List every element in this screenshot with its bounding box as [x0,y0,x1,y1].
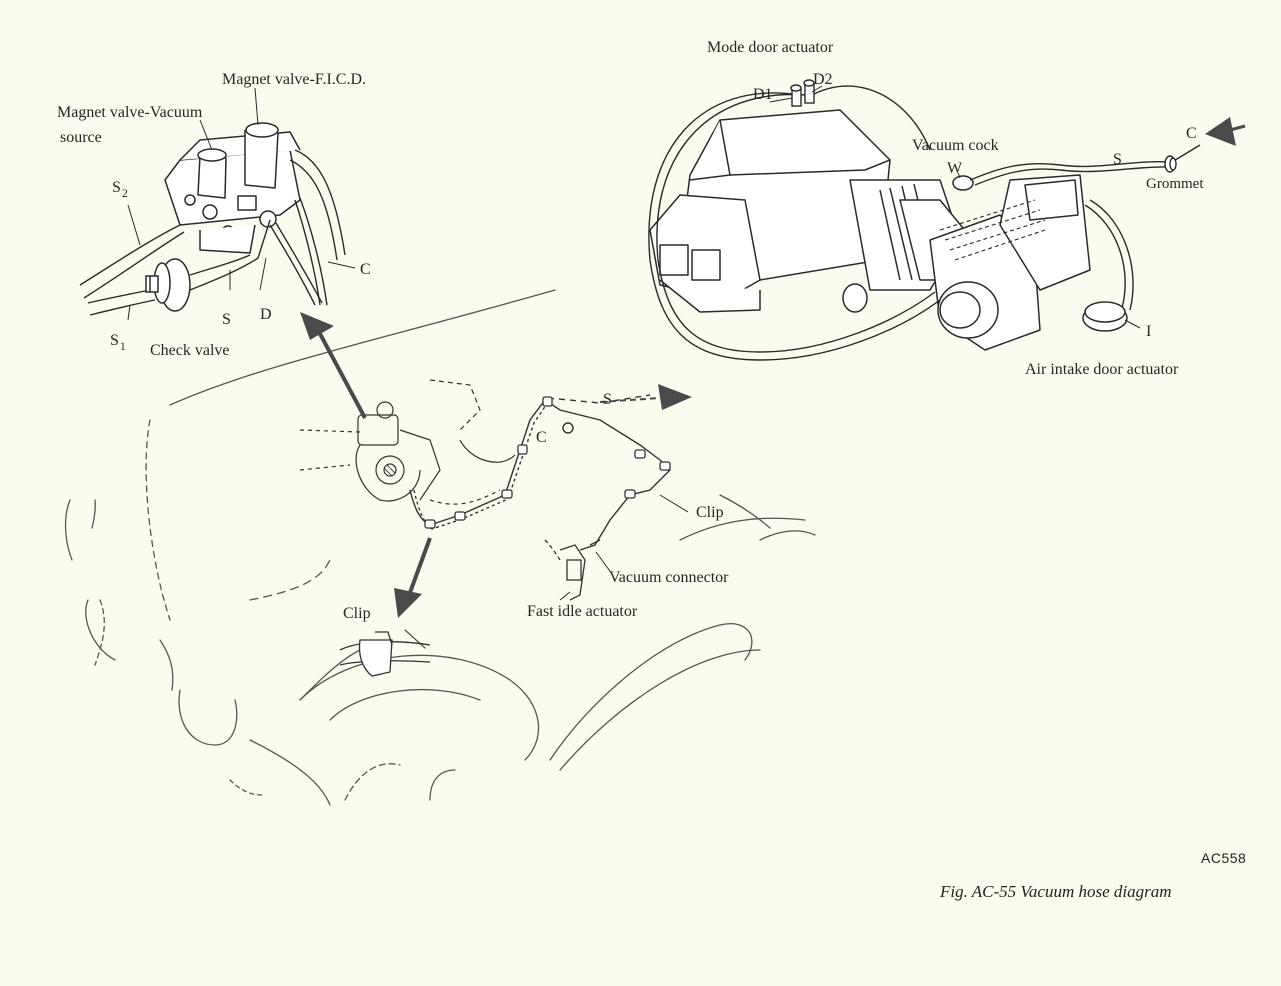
label-d1: D1 [753,86,773,103]
figure-code: AC558 [1201,850,1247,866]
label-s1-letter: S [110,332,119,349]
label-fast-idle-actuator: Fast idle actuator [527,603,638,620]
heater-leader-lines [559,85,1141,601]
engine-bay-sketch [64,289,816,806]
label-s1: S1 [110,332,126,353]
label-vacuum-connector: Vacuum connector [609,569,729,586]
label-c-center: C [536,429,547,446]
mode-door-actuator-ports [790,79,815,107]
label-mode-door-actuator: Mode door actuator [707,39,834,56]
flow-arrows [300,117,1246,618]
label-d-valve: D [260,306,272,323]
valve-hoses [79,149,346,316]
label-w: W [947,160,963,177]
fast-idle-actuator-sketch [544,539,601,601]
air-intake-door-actuator-part [1082,301,1128,332]
label-magnet-valve-vacuum-line2: source [60,129,102,146]
label-vacuum-cock: Vacuum cock [912,137,999,154]
label-s2: S2 [112,179,128,200]
engine-component-sketch [299,379,516,505]
heater-hoses [648,85,1201,361]
center-hose-run [409,394,671,551]
label-s-valve: S [222,311,231,328]
label-i: I [1146,323,1152,340]
center-hose-clips [424,396,671,529]
label-c-valve: C [360,261,371,278]
label-s2-letter: S [112,179,121,196]
valve-assembly [164,122,301,254]
label-s2-subscript: 2 [121,186,128,200]
label-c-right: C [1186,125,1197,142]
label-clip-right: Clip [696,504,724,521]
label-air-intake-door-actuator: Air intake door actuator [1025,361,1179,378]
label-clip-bottom: Clip [343,605,371,622]
label-grommet: Grommet [1146,176,1204,192]
label-s1-subscript: 1 [119,339,126,353]
figure-caption: Fig. AC-55 Vacuum hose diagram [940,882,1172,901]
grommet-part [1164,155,1177,173]
heater-unit-assembly [649,109,1091,351]
bottom-clip-detail [339,631,431,677]
label-check-valve: Check valve [150,342,230,359]
valve-leader-lines [127,87,356,321]
label-magnet-valve-ficd: Magnet valve-F.I.C.D. [222,71,367,88]
label-s-right: S [1113,151,1122,168]
label-s-center: S [603,391,612,408]
check-valve-part [145,258,191,312]
heater-dashed-hose [939,199,1046,261]
label-magnet-valve-vacuum-line1: Magnet valve-Vacuum [57,104,203,121]
label-d2: D2 [813,71,833,88]
